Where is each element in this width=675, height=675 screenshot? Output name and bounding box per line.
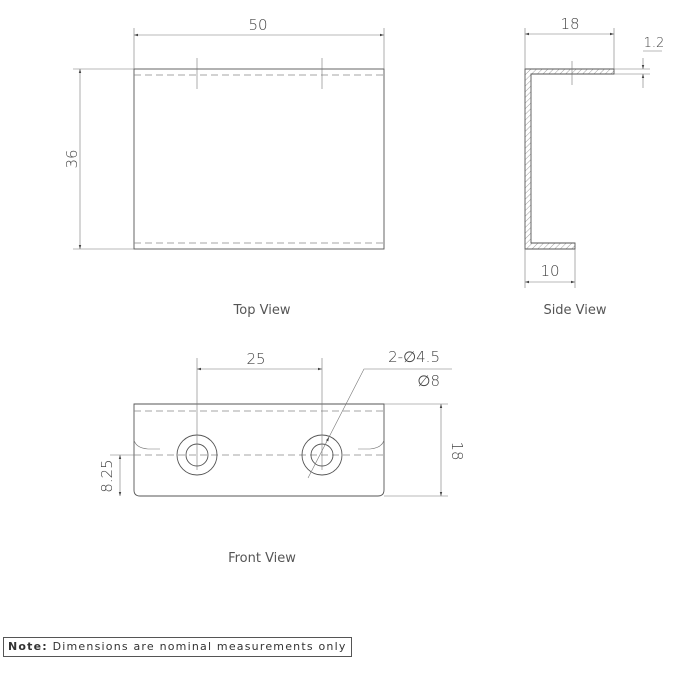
dim-height-text: 36 (63, 149, 81, 168)
dim-width-text: 50 (248, 16, 267, 34)
dim-thickness-text: 1.2 (644, 36, 665, 51)
front-view: 25 2-∅4.5 ∅8 18 8.25 Front View (98, 348, 466, 566)
hole-callout-text: 2-∅4.5 (388, 348, 440, 366)
dim-bottom-text: 10 (540, 262, 559, 280)
side-view-label: Side View (543, 303, 606, 318)
front-view-outline (133, 403, 385, 497)
top-view-label: Top View (233, 303, 291, 318)
top-view-outline (133, 68, 385, 250)
note-text: Dimensions are nominal measurements only (52, 640, 347, 653)
bend-edge (358, 439, 385, 450)
top-view: 50 36 Top View (63, 16, 385, 318)
front-view-label: Front View (228, 551, 296, 566)
counterbore-callout-text: ∅8 (417, 372, 440, 390)
note-prefix: Note: (8, 640, 48, 653)
bend-edge (133, 439, 160, 450)
note-box: Note: Dimensions are nominal measurement… (3, 637, 352, 657)
dim-top-text: 18 (560, 15, 579, 33)
dim-hole-height-text: 8.25 (98, 459, 116, 492)
leader-arrow (325, 436, 330, 444)
section-profile (524, 68, 615, 250)
side-view: 18 1.2 10 Side View (524, 15, 665, 318)
dim-front-height-text: 18 (448, 441, 466, 460)
dim-spacing-text: 25 (246, 350, 265, 368)
